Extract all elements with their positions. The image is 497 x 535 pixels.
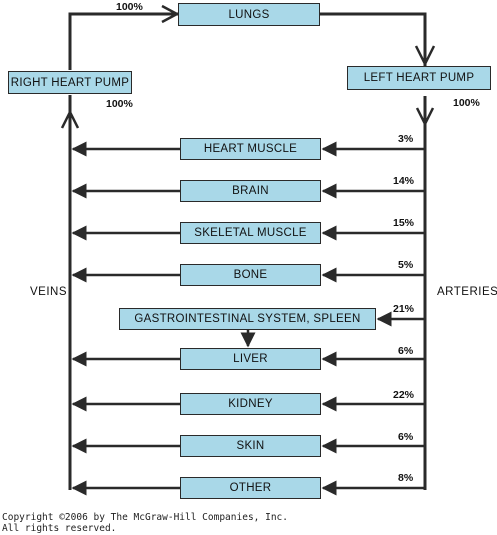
lungs-flow-label: 100% — [116, 1, 143, 13]
organ-label: BRAIN — [232, 185, 269, 197]
lungs-label: LUNGS — [228, 8, 270, 21]
organ-label: SKELETAL MUSCLE — [194, 227, 307, 239]
arrowhead-vein-up — [60, 109, 80, 129]
veins-label: VEINS — [30, 286, 68, 298]
right-heart-pump-box: RIGHT HEART PUMP — [8, 71, 132, 94]
organ-percent: 22% — [393, 389, 415, 401]
arrowhead-to-left-pump — [414, 45, 436, 67]
organ-box-heart-muscle: HEART MUSCLE — [180, 138, 321, 160]
organ-box-bone: BONE — [180, 264, 321, 286]
lungs-box: LUNGS — [178, 3, 320, 26]
pulmonary-vein-line — [320, 12, 427, 66]
right-pump-flow-label: 100% — [106, 98, 133, 110]
pulmonary-artery-line — [68, 12, 178, 70]
right-heart-pump-label: RIGHT HEART PUMP — [10, 76, 130, 89]
organ-box-gastrointestinal-spleen: GASTROINTESTINAL SYSTEM, SPLEEN — [119, 308, 376, 330]
organ-percent: 6% — [398, 431, 414, 443]
organ-label: HEART MUSCLE — [203, 143, 298, 155]
left-heart-pump-label: LEFT HEART PUMP — [363, 72, 475, 84]
organ-label: OTHER — [229, 482, 272, 494]
organ-box-skin: SKIN — [180, 435, 321, 457]
organ-label: LIVER — [233, 353, 268, 365]
arrowhead-artery-down — [415, 107, 435, 127]
organ-box-skeletal-muscle: SKELETAL MUSCLE — [180, 222, 321, 244]
organ-box-other: OTHER — [180, 477, 321, 499]
organ-label: GASTROINTESTINAL SYSTEM, SPLEEN — [134, 313, 361, 325]
organ-percent: 15% — [393, 217, 415, 229]
organ-box-brain: BRAIN — [180, 180, 321, 202]
organ-percent: 21% — [393, 303, 415, 315]
left-heart-pump-box: LEFT HEART PUMP — [347, 66, 491, 90]
left-pump-flow-label: 100% — [453, 97, 480, 109]
organ-percent: 6% — [398, 345, 414, 357]
organ-box-liver: LIVER — [180, 348, 321, 370]
copyright-line-2: All rights reserved. — [2, 523, 117, 534]
organ-percent: 14% — [393, 175, 415, 187]
organ-percent: 3% — [398, 133, 414, 145]
organ-label: BONE — [233, 269, 268, 281]
organ-percent: 8% — [398, 472, 414, 484]
organ-label: KIDNEY — [228, 398, 273, 410]
arteries-label: ARTERIES — [437, 286, 497, 298]
organ-percent: 5% — [398, 259, 414, 271]
organ-box-kidney: KIDNEY — [180, 393, 321, 415]
copyright-line-1: Copyright ©2006 by The McGraw-Hill Compa… — [2, 512, 288, 523]
organ-label: SKIN — [236, 440, 265, 452]
arrowhead-to-lungs — [161, 4, 180, 24]
